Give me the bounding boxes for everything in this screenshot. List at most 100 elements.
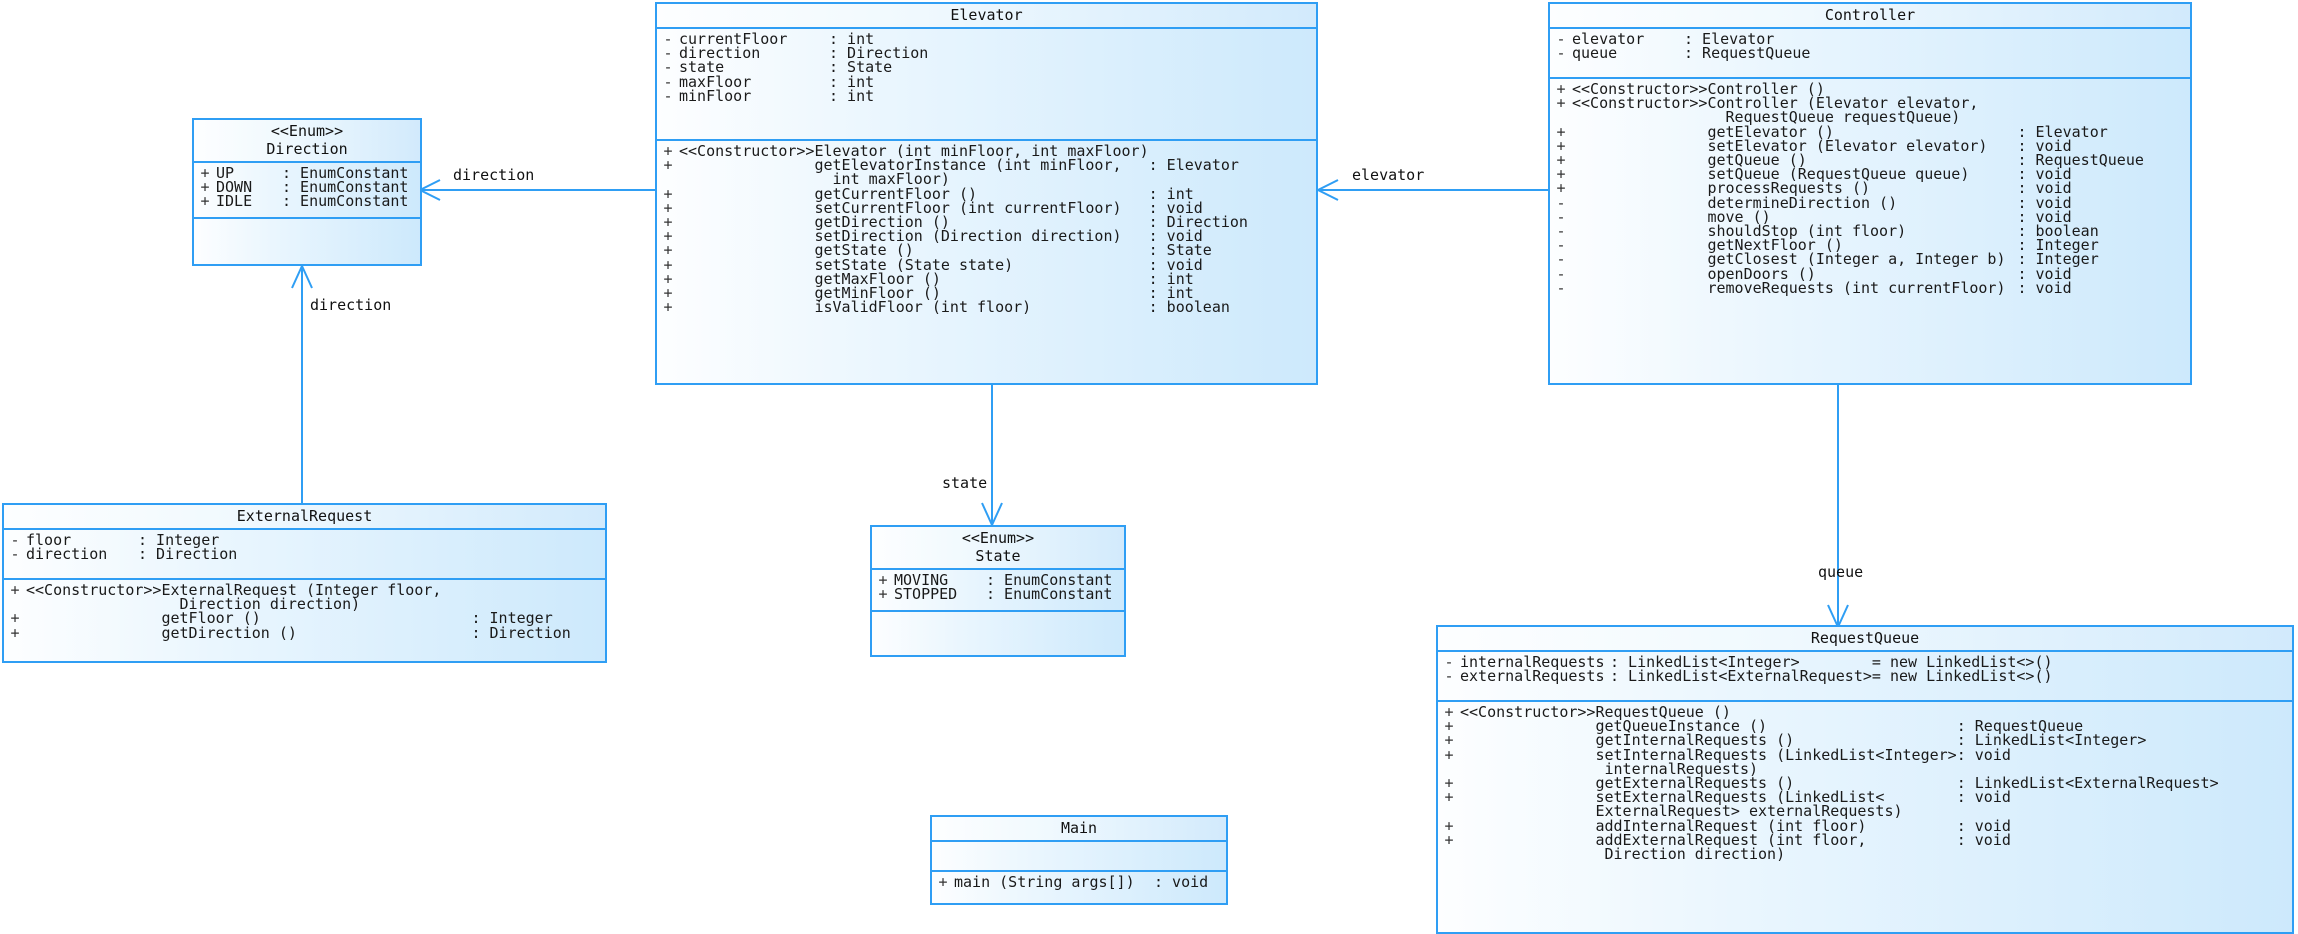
class-title-direction: Direction bbox=[266, 140, 348, 158]
operation-return-type: : void bbox=[1148, 198, 1203, 217]
attribute-name: minFloor bbox=[679, 86, 752, 105]
operation-signature: openDoors () bbox=[1707, 264, 1816, 283]
operation-row: +getElevator (): Elevator bbox=[1550, 124, 2190, 139]
member-stereotype bbox=[1572, 224, 1707, 238]
class-box-request-queue[interactable]: RequestQueue -internalRequests: LinkedLi… bbox=[1436, 625, 2294, 934]
class-box-elevator[interactable]: Elevator -currentFloor: int-direction: D… bbox=[655, 2, 1318, 385]
operation-row: +setCurrentFloor (int currentFloor): voi… bbox=[657, 198, 1316, 217]
attribute-type: : EnumConstant bbox=[282, 164, 409, 182]
operation-signature: setDirection (Direction direction) bbox=[814, 227, 1122, 246]
operation-row: +processRequests (): void bbox=[1550, 179, 2190, 198]
visibility-marker: + bbox=[878, 585, 888, 604]
visibility-marker: + bbox=[663, 156, 673, 175]
attribute-name: direction bbox=[679, 44, 761, 63]
class-header-state: <<Enum>> State bbox=[872, 527, 1124, 570]
attribute-row: +UP: EnumConstant bbox=[194, 164, 420, 182]
operation-row: +addInternalRequest (int floor): void bbox=[1438, 816, 2292, 835]
attribute-table: +UP: EnumConstant+DOWN: EnumConstant+IDL… bbox=[194, 164, 420, 209]
operation-return-type: : void bbox=[1956, 830, 2011, 849]
attribute-name: externalRequests bbox=[1460, 667, 1605, 686]
operation-signature: getDirection () bbox=[161, 623, 297, 642]
operation-signature: RequestQueue () bbox=[1595, 703, 1731, 721]
operation-return-type: : int bbox=[1148, 184, 1194, 203]
visibility-marker: + bbox=[1556, 179, 1566, 198]
member-stereotype bbox=[679, 258, 814, 272]
operation-signature: setState (State state) bbox=[814, 255, 1014, 274]
operation-row: +<<Constructor>>Elevator (int minFloor, … bbox=[657, 143, 1316, 158]
operation-signature: int maxFloor) bbox=[814, 170, 950, 189]
visibility-marker: - bbox=[1444, 667, 1454, 686]
member-stereotype bbox=[1572, 125, 1707, 139]
visibility-marker: + bbox=[663, 184, 673, 203]
operation-return-type: : Integer bbox=[471, 609, 553, 628]
class-stereotype-direction: <<Enum>> bbox=[270, 122, 344, 140]
attribute-type: : LinkedList<Integer> bbox=[1610, 653, 1800, 671]
operation-return-type: : void bbox=[1956, 788, 2011, 807]
member-stereotype bbox=[679, 187, 814, 201]
visibility-marker: + bbox=[1444, 731, 1454, 750]
visibility-marker: - bbox=[663, 44, 673, 63]
attribute-row: -externalRequests: LinkedList<ExternalRe… bbox=[1438, 667, 2292, 686]
operation-signature: ExternalRequest (Integer floor, bbox=[161, 581, 442, 599]
attribute-type: : int bbox=[829, 72, 875, 91]
member-stereotype bbox=[1460, 790, 1595, 804]
visibility-marker: + bbox=[1556, 165, 1566, 184]
attribute-type: : Elevator bbox=[1684, 30, 1775, 48]
class-header-controller: Controller bbox=[1550, 4, 2190, 29]
visibility-marker: - bbox=[1556, 278, 1566, 297]
attribute-name: maxFloor bbox=[679, 72, 752, 91]
operation-row: +getState (): State bbox=[657, 241, 1316, 260]
attribute-type: : Integer bbox=[138, 531, 220, 549]
class-attributes-controller: -elevator: Elevator-queue: RequestQueue bbox=[1550, 29, 2190, 77]
attribute-row: +DOWN: EnumConstant bbox=[194, 178, 420, 197]
operation-table: +<<Constructor>>Elevator (int minFloor, … bbox=[657, 143, 1316, 317]
operation-return-type: : void bbox=[2017, 165, 2072, 184]
class-box-external-request[interactable]: ExternalRequest -floor: Integer-directio… bbox=[2, 503, 607, 663]
member-stereotype: <<Constructor>> bbox=[1572, 94, 1708, 113]
edge-label-externalrequest-direction: direction bbox=[310, 296, 392, 314]
visibility-marker: + bbox=[1556, 80, 1566, 98]
class-box-controller[interactable]: Controller -elevator: Elevator-queue: Re… bbox=[1548, 2, 2192, 385]
operation-signature: shouldStop (int floor) bbox=[1707, 222, 1907, 241]
visibility-marker: + bbox=[663, 298, 673, 317]
operation-signature: getQueueInstance () bbox=[1595, 717, 1768, 736]
operation-row: +getElevatorInstance (int minFloor,: Ele… bbox=[657, 156, 1316, 175]
class-box-main[interactable]: Main +main (String args[]): void bbox=[930, 815, 1228, 905]
visibility-marker: + bbox=[878, 571, 888, 589]
member-stereotype bbox=[1460, 833, 1595, 847]
attribute-type: : EnumConstant bbox=[986, 571, 1113, 589]
visibility-marker: - bbox=[663, 86, 673, 105]
visibility-marker: + bbox=[663, 198, 673, 217]
visibility-marker: + bbox=[1444, 788, 1454, 807]
attribute-type: : EnumConstant bbox=[282, 178, 409, 197]
operation-return-type: : LinkedList<Integer> bbox=[1956, 731, 2147, 750]
operation-row: +getMaxFloor (): int bbox=[657, 271, 1316, 286]
operation-signature: getState () bbox=[814, 241, 914, 260]
attribute-row: +IDLE: EnumConstant bbox=[194, 194, 420, 209]
member-stereotype bbox=[1572, 196, 1707, 210]
operation-signature: isValidFloor (int floor) bbox=[814, 298, 1032, 317]
class-operations-direction bbox=[194, 217, 420, 239]
operation-row: +getQueueInstance (): RequestQueue bbox=[1438, 717, 2292, 736]
operation-return-type: : Integer bbox=[2017, 250, 2099, 269]
attribute-table: -currentFloor: int-direction: Direction-… bbox=[657, 31, 1316, 105]
operation-return-type: : Integer bbox=[2017, 236, 2099, 255]
class-title-main: Main bbox=[1060, 819, 1098, 837]
operation-row: +<<Constructor>>Controller (Elevator ele… bbox=[1550, 94, 2190, 113]
operation-row: +getDirection (): Direction bbox=[4, 623, 605, 642]
operation-row: + getCurrentFloor () : int bbox=[657, 184, 1316, 203]
class-box-state[interactable]: <<Enum>> State +MOVING: EnumConstant+STO… bbox=[870, 525, 1126, 657]
operation-return-type: : int bbox=[1148, 284, 1194, 303]
operation-return-type: : void bbox=[2017, 278, 2072, 297]
visibility-marker: + bbox=[1444, 816, 1454, 835]
class-box-direction[interactable]: <<Enum>> Direction +UP: EnumConstant+DOW… bbox=[192, 118, 422, 266]
attribute-name: UP bbox=[216, 164, 235, 182]
operation-signature: getCurrentFloor () bbox=[814, 184, 978, 203]
operation-return-type: : void bbox=[2017, 193, 2072, 212]
operation-row: +setInternalRequests (LinkedList<Integer… bbox=[1438, 747, 2292, 762]
operation-return-type: : Direction bbox=[471, 623, 571, 642]
attribute-table: -internalRequests: LinkedList<Integer>= … bbox=[1438, 653, 2292, 686]
attribute-row: -floor: Integer bbox=[4, 531, 605, 549]
operation-return-type: : void bbox=[2017, 136, 2072, 155]
operation-row: -removeRequests (int currentFloor): void bbox=[1550, 278, 2190, 297]
